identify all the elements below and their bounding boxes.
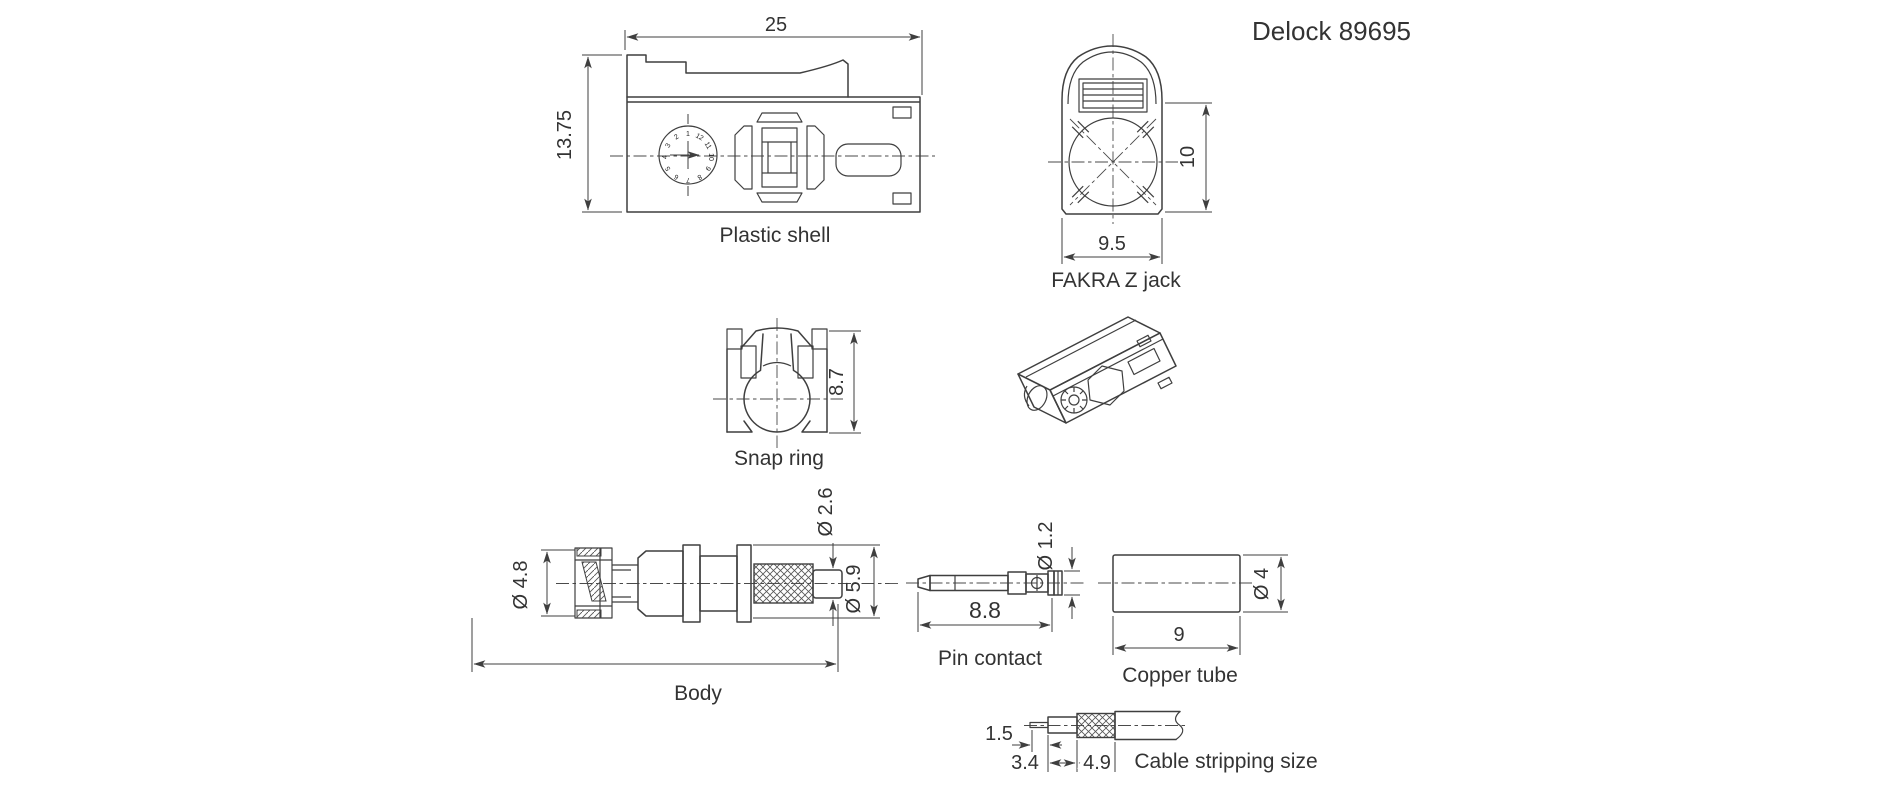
dial-number: 3 xyxy=(664,142,672,149)
body-crimp-block xyxy=(574,547,613,619)
shell-width-value: 25 xyxy=(765,14,787,36)
3d-end-face xyxy=(1026,385,1048,411)
jack-width-value: 9.5 xyxy=(1098,233,1126,255)
rotary-dial-ring xyxy=(658,125,718,185)
jack-diagonal-2 xyxy=(1069,118,1157,206)
shell-mount-slot-bottom xyxy=(892,192,912,205)
cable-braid xyxy=(1076,712,1116,739)
shell-latch xyxy=(626,54,849,98)
jack-bore xyxy=(1068,117,1158,207)
dimension-strip-braid: 4.9 xyxy=(1078,742,1116,778)
tube-length-value: 9 xyxy=(1173,624,1184,646)
body-left-diameter-value: Ø 4.8 xyxy=(510,561,532,610)
shell-outline xyxy=(626,96,921,213)
dial-number: 12 xyxy=(694,133,704,143)
snapring-slot-right xyxy=(797,345,814,379)
cable-jacket xyxy=(1114,710,1181,741)
strip-braid-value: 4.9 xyxy=(1083,752,1111,774)
strip-dielectric-value: 3.4 xyxy=(1011,752,1039,774)
jack-key-slot xyxy=(1078,78,1148,113)
connector-3d-view xyxy=(1017,316,1177,424)
snap-ring-view: 8.7 Snap ring xyxy=(713,318,861,470)
dimension-shell-height: 13.75 xyxy=(554,54,622,213)
body-flange-2 xyxy=(736,544,752,623)
tube-diameter-value: Ø 4 xyxy=(1251,568,1273,600)
drawing-title: Delock 89695 xyxy=(1252,16,1411,46)
body-knurl-diameter-value: Ø 5.9 xyxy=(843,565,865,614)
jack-inner-dome xyxy=(1067,51,1157,105)
copper-tube-label: Copper tube xyxy=(1122,664,1238,687)
rotary-dial: 1 2 3 4 5 6 7 8 9 10 11 12 xyxy=(658,114,718,196)
jack-outline xyxy=(1061,45,1163,215)
copper-tube-view: Ø 4 9 Copper tube xyxy=(1098,554,1288,687)
dial-number: 6 xyxy=(673,172,680,180)
body-label: Body xyxy=(674,682,722,705)
jack-key-notches xyxy=(1071,120,1155,204)
snap-ring-label: Snap ring xyxy=(734,447,824,470)
pin-length-value: 8.8 xyxy=(969,597,1001,623)
shell-window xyxy=(835,143,902,177)
snapring-circle xyxy=(743,333,811,433)
dimension-jack-height: 10 xyxy=(1165,102,1212,213)
body-tip xyxy=(812,569,843,599)
pin-contact-label: Pin contact xyxy=(938,647,1042,670)
3d-hex-latch xyxy=(1087,365,1125,406)
body-view: Ø 4.8 Ø 2.6 Ø 5.9 Body xyxy=(471,488,898,705)
cable-stripping-label: Cable stripping size xyxy=(1134,750,1317,773)
dimension-jack-width: 9.5 xyxy=(1061,218,1163,264)
shell-mount-slot-top xyxy=(892,106,912,119)
dimension-body-knurl-diameter: Ø 5.9 xyxy=(753,544,880,619)
body-knurl xyxy=(753,563,814,604)
shell-height-value: 13.75 xyxy=(554,110,576,160)
3d-front-face xyxy=(1049,332,1177,424)
dimension-body-tip-diameter: Ø 2.6 xyxy=(815,488,837,626)
dimension-tube-diameter: Ø 4 xyxy=(1243,554,1288,613)
dial-number: 11 xyxy=(703,141,713,151)
body-crimp-arms xyxy=(612,564,638,603)
dimension-body-length xyxy=(471,604,839,672)
cable-stripping-view: 1.5 3.4 4.9 Cable stripping size xyxy=(985,710,1318,778)
dial-number: 2 xyxy=(673,133,680,141)
cable-jacket-break xyxy=(1174,711,1184,740)
dimension-pin-diameter: Ø 1.2 xyxy=(1035,522,1080,619)
dial-number: 8 xyxy=(696,172,703,180)
dial-number: 9 xyxy=(703,165,711,172)
dial-number: 10 xyxy=(707,153,714,161)
dimension-tube-length: 9 xyxy=(1112,616,1241,655)
cable-dielectric xyxy=(1047,716,1078,734)
pin-contact-view: 8.8 Ø 1.2 Pin contact xyxy=(906,522,1086,670)
strip-pin-value: 1.5 xyxy=(985,723,1013,745)
dial-number: 7 xyxy=(686,176,690,183)
jack-diagonal-1 xyxy=(1069,118,1157,206)
snap-ring-outline xyxy=(726,327,828,433)
plastic-shell-view: 1 2 3 4 5 6 7 8 9 10 11 12 xyxy=(554,14,935,247)
pin-diameter-value: Ø 1.2 xyxy=(1035,522,1057,571)
dimension-strip-pin: 1.5 xyxy=(985,723,1062,772)
cable-inner-conductor xyxy=(1029,721,1049,729)
fakra-jack-label: FAKRA Z jack xyxy=(1051,269,1181,292)
jack-height-value: 10 xyxy=(1177,146,1199,168)
dimension-shell-width: 25 xyxy=(624,14,923,95)
shell-lock-feature xyxy=(734,112,825,203)
3d-window xyxy=(1127,347,1161,376)
fakra-jack-view: 10 9.5 FAKRA Z jack xyxy=(1048,34,1212,292)
tube-outline xyxy=(1112,554,1241,613)
snapring-height-value: 8.7 xyxy=(826,368,848,396)
dial-number: 4 xyxy=(662,155,669,159)
dimension-pin-length: 8.8 xyxy=(917,592,1053,632)
dial-number: 5 xyxy=(664,165,672,172)
dimension-body-left-diameter: Ø 4.8 xyxy=(510,549,575,617)
dimension-snapring-height: 8.7 xyxy=(826,330,861,434)
plastic-shell-label: Plastic shell xyxy=(720,224,831,247)
body-tip-diameter-value: Ø 2.6 xyxy=(815,488,837,537)
snapring-slot-left xyxy=(740,345,757,379)
dimension-strip-dielectric: 3.4 xyxy=(1011,740,1078,774)
dial-number: 1 xyxy=(686,131,690,138)
